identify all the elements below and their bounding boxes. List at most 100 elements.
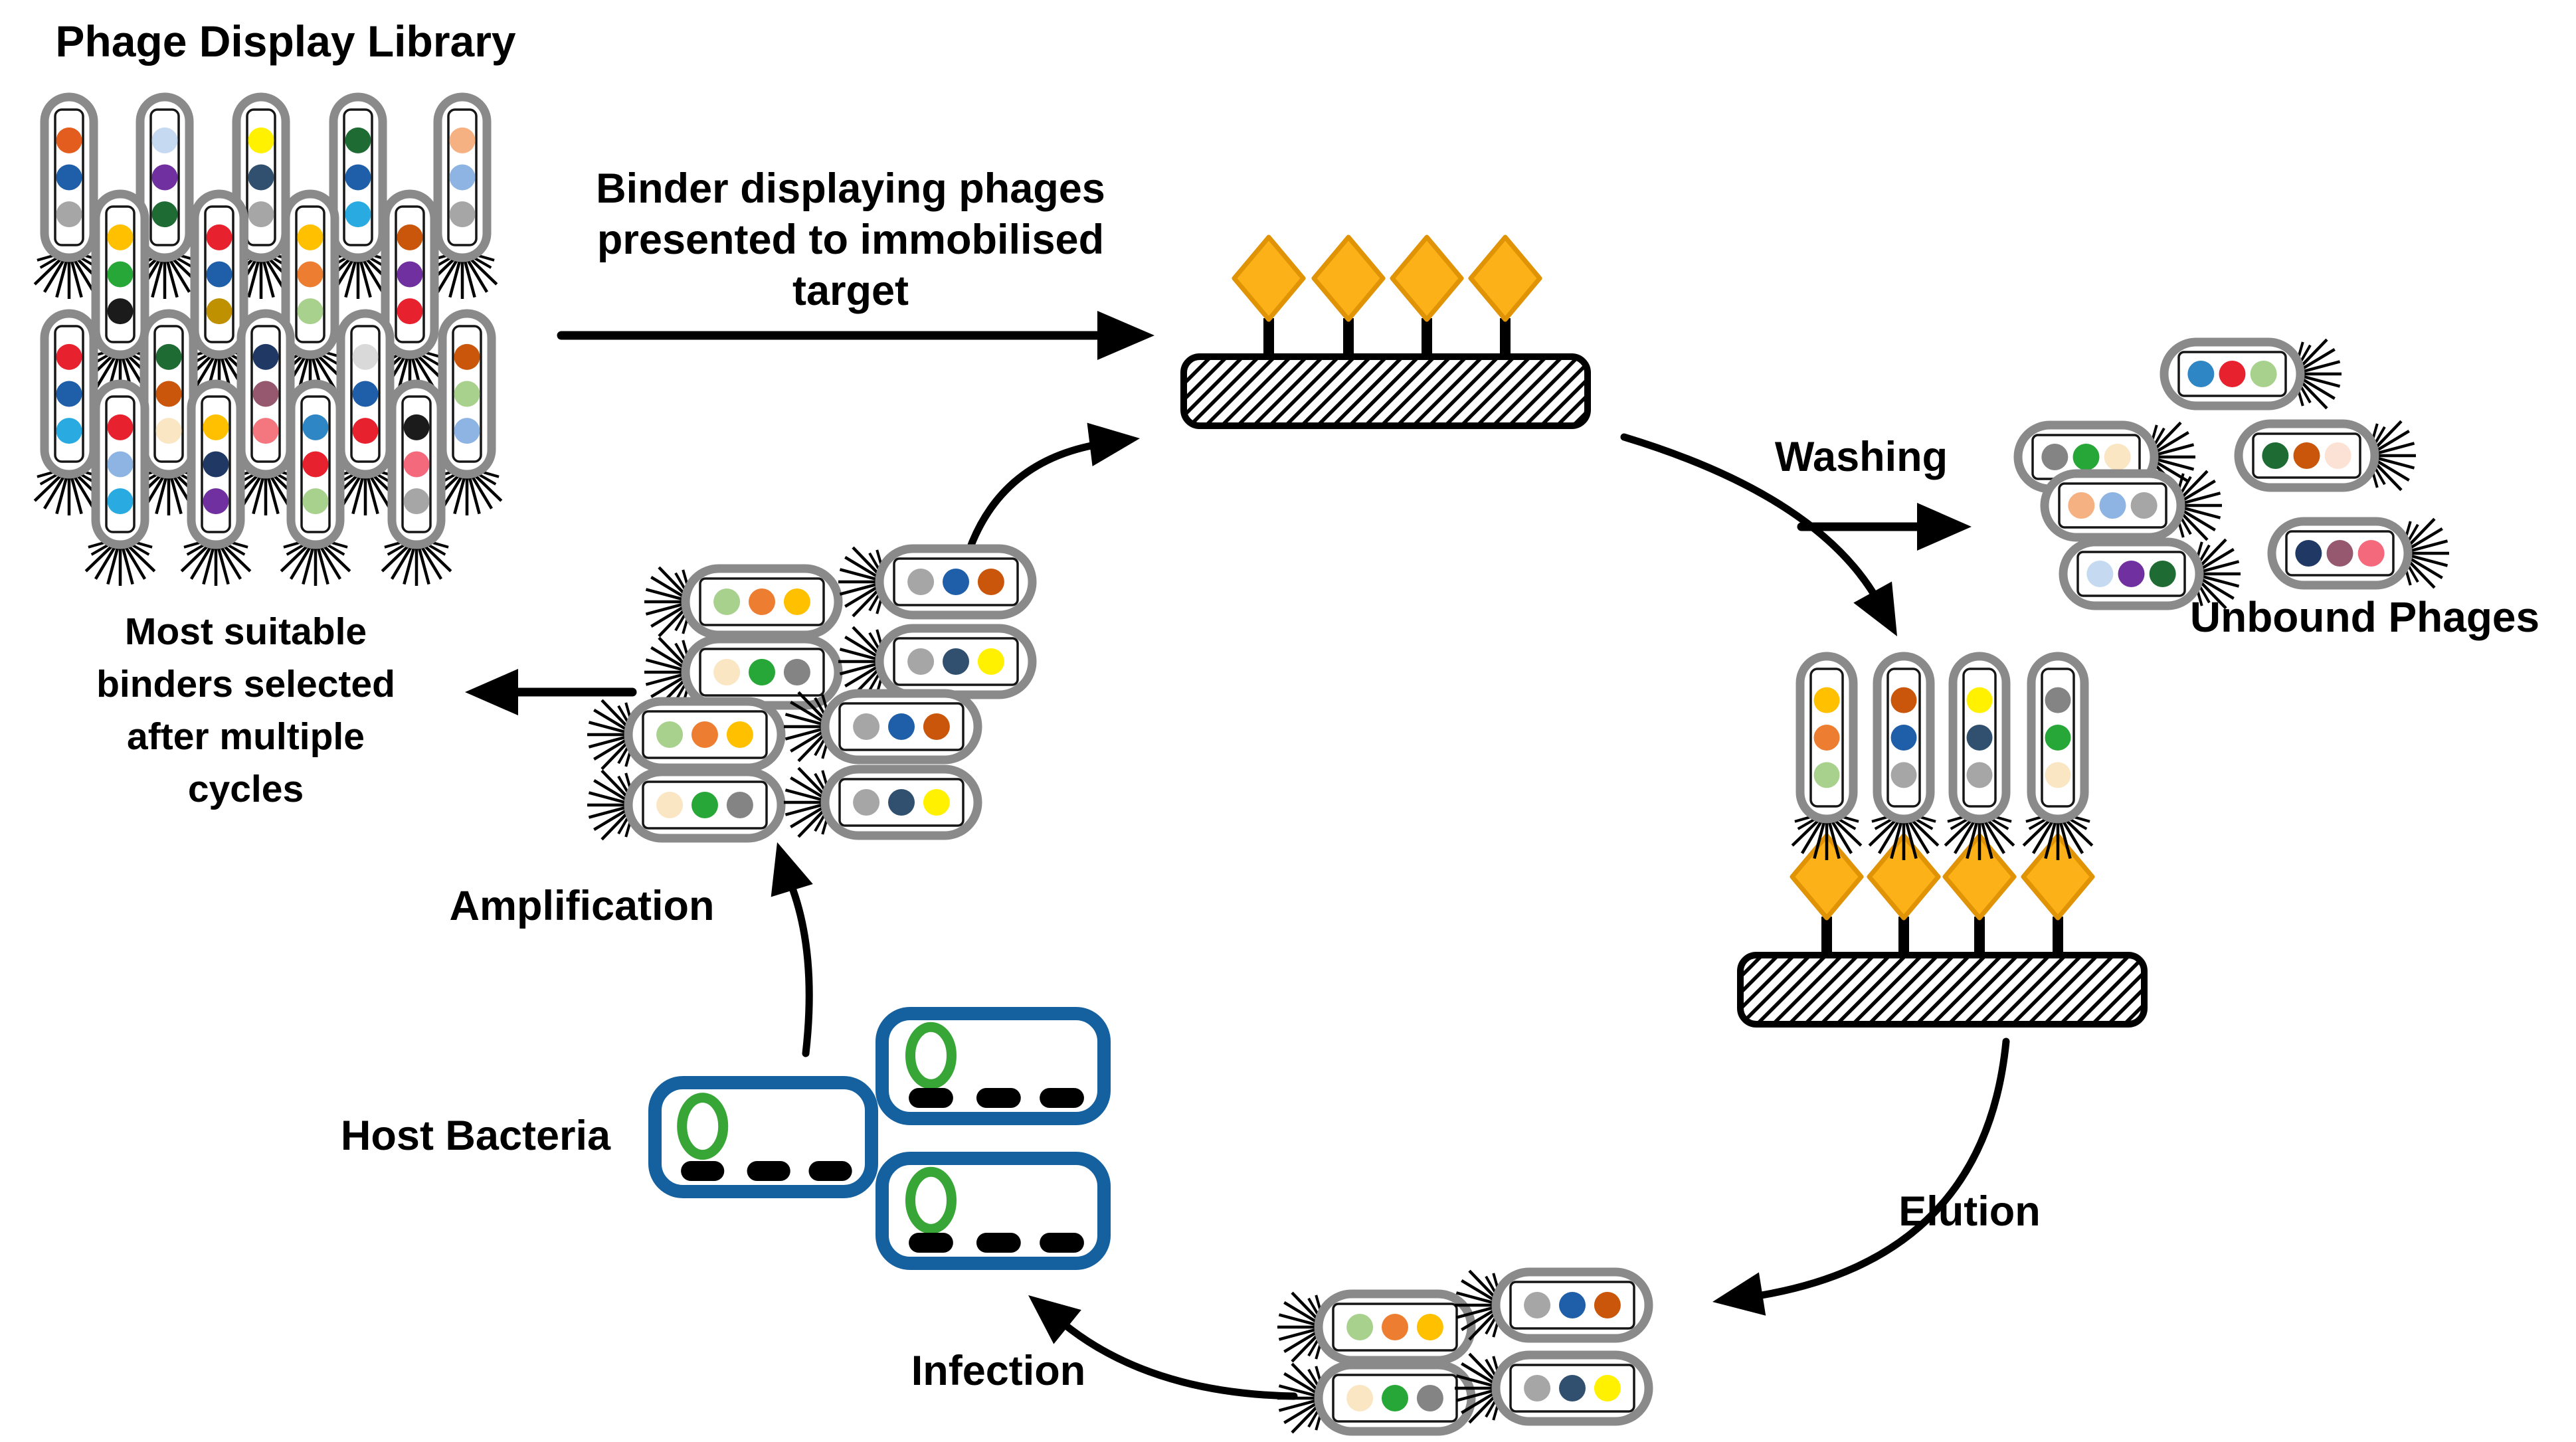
coat-protein-dot: [1594, 1292, 1621, 1318]
amplified-phage: [587, 767, 786, 843]
amplified-phages-cluster: [587, 544, 1037, 843]
coat-protein-dot: [449, 127, 476, 153]
coat-protein-dot: [403, 414, 430, 440]
coat-protein-dot: [352, 343, 379, 370]
coat-protein-dot: [248, 127, 274, 153]
target-linker: [1500, 318, 1511, 358]
coat-protein-dot: [888, 713, 915, 740]
coat-protein-dot: [1382, 1314, 1408, 1340]
library-phage: [84, 189, 156, 396]
coat-protein-dot: [1890, 687, 1917, 713]
infection-step-label: Infection: [911, 1348, 1086, 1394]
library-phage: [180, 379, 252, 586]
eluted-phage: [1277, 1360, 1476, 1436]
coat-protein-dot: [403, 451, 430, 478]
host-bacteria-label: Host Bacteria: [340, 1113, 611, 1159]
coat-protein-dot: [923, 713, 950, 740]
amplified-phage: [838, 624, 1037, 699]
amplified-phage: [838, 544, 1037, 620]
target-antigen-diamond-icon: [1790, 833, 1864, 921]
coat-protein-dot: [2149, 561, 2176, 587]
library-phage: [33, 92, 105, 299]
coat-protein-dot: [107, 261, 134, 288]
target-linker: [1974, 917, 1985, 956]
dna-dash-icon: [909, 1233, 953, 1253]
coat-protein-dot: [1346, 1314, 1374, 1340]
coat-protein-dot: [2187, 361, 2215, 387]
coat-protein-dot: [1813, 687, 1840, 713]
bound-phage: [1944, 652, 2015, 860]
dna-dash-icon: [1040, 1088, 1084, 1108]
host-bacterium: [875, 1152, 1111, 1270]
library-phage: [225, 92, 297, 299]
coat-protein-dot: [248, 164, 274, 191]
arrow-library-to-target: [557, 311, 1154, 360]
coat-protein-dot: [1416, 1385, 1443, 1411]
coat-protein-dot: [252, 418, 279, 444]
target-linker: [2053, 917, 2063, 956]
coat-protein-dot: [888, 789, 915, 816]
library-phage: [329, 309, 401, 515]
coat-protein-dot: [2072, 444, 2100, 470]
coat-protein-dot: [1594, 1375, 1621, 1401]
plasmid-ring-icon: [677, 1093, 729, 1160]
eluted-phage: [1277, 1289, 1476, 1365]
coat-protein-dot: [749, 588, 775, 615]
amplified-phage: [784, 765, 982, 840]
coat-protein-dot: [2250, 361, 2277, 387]
coat-protein-dot: [2357, 540, 2385, 567]
coat-protein-dot: [749, 659, 775, 685]
coat-protein-dot: [248, 201, 274, 228]
plasmid-ring-icon: [905, 1022, 957, 1089]
target-antigen-diamond-icon: [1390, 234, 1464, 322]
coat-protein-dot: [2324, 442, 2351, 469]
coat-protein-dot: [2118, 561, 2145, 587]
coat-protein-dot: [252, 343, 279, 370]
coat-protein-dot: [155, 343, 182, 370]
coat-protein-dot: [345, 164, 371, 191]
coat-protein-dot: [2262, 442, 2289, 469]
arrow-elution: [1712, 1037, 2010, 1316]
target-linker: [1898, 917, 1909, 956]
coat-protein-dot: [252, 381, 279, 407]
coat-protein-dot: [449, 164, 476, 191]
eluted-phages-cluster: [1277, 1267, 1653, 1436]
coat-protein-dot: [726, 792, 753, 818]
coat-protein-dot: [454, 343, 480, 370]
coat-protein-dot: [2041, 444, 2069, 470]
selection-result-label: Most suitable binders selected after mul…: [96, 610, 395, 810]
washing-step-label: Washing: [1774, 434, 1948, 480]
coat-protein-dot: [203, 414, 229, 440]
coat-protein-dot: [853, 789, 880, 816]
coat-protein-dot: [923, 789, 950, 816]
coat-protein-dot: [1382, 1385, 1408, 1411]
dna-dash-icon: [909, 1088, 953, 1108]
coat-protein-dot: [297, 261, 323, 288]
amplified-phage: [784, 689, 982, 765]
coat-protein-dot: [397, 224, 423, 250]
coat-protein-dot: [352, 418, 379, 444]
arrow-washing: [1797, 503, 1972, 551]
coat-protein-dot: [302, 451, 329, 478]
coat-protein-dot: [56, 418, 82, 444]
plasmid-ring-icon: [905, 1166, 957, 1234]
coat-protein-dot: [56, 201, 82, 228]
coat-protein-dot: [691, 792, 718, 818]
target-antigen-diamond-icon: [2021, 833, 2095, 921]
bound-phage: [1868, 652, 1940, 860]
coat-protein-dot: [1966, 725, 1993, 751]
coat-protein-dot: [449, 201, 476, 228]
coat-protein-dot: [2086, 561, 2114, 587]
coat-protein-dot: [656, 792, 684, 818]
coat-protein-dot: [713, 588, 741, 615]
coat-protein-dot: [783, 588, 810, 615]
coat-protein-dot: [943, 648, 969, 675]
coat-protein-dot: [107, 298, 134, 325]
coat-protein-dot: [2326, 540, 2353, 567]
dna-dash-icon: [976, 1088, 1021, 1108]
target-linker: [1263, 318, 1274, 358]
coat-protein-dot: [203, 488, 229, 515]
amplified-phage: [587, 697, 786, 772]
coat-protein-dot: [943, 569, 969, 595]
coat-protein-dot: [2068, 492, 2095, 519]
